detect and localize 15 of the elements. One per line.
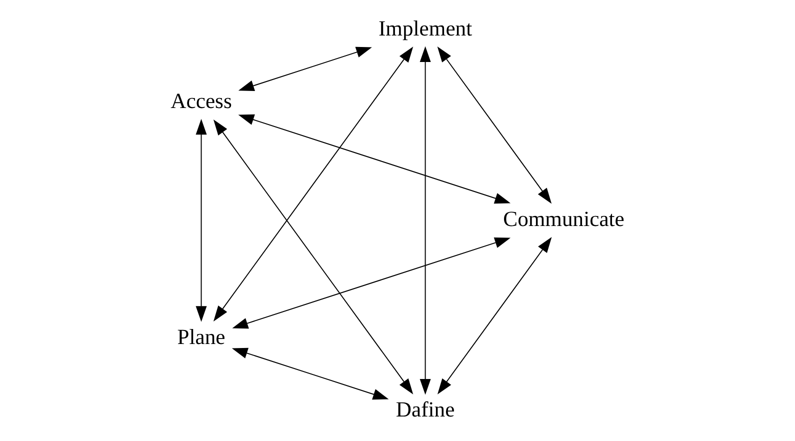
arrow	[238, 46, 372, 92]
arrow	[436, 46, 552, 204]
node-text: Access	[170, 89, 232, 114]
arrow	[195, 118, 206, 322]
arrow	[419, 46, 430, 395]
arrow	[436, 237, 552, 394]
arrow	[232, 237, 510, 329]
node-text: Dafine	[395, 398, 454, 422]
node-text: Implement	[378, 16, 472, 40]
arrow	[231, 348, 388, 400]
node-text: Communicate	[502, 207, 624, 232]
arrow	[212, 46, 413, 322]
arrow	[212, 119, 413, 394]
node-text: Plane	[176, 324, 225, 349]
arrow	[238, 114, 510, 204]
